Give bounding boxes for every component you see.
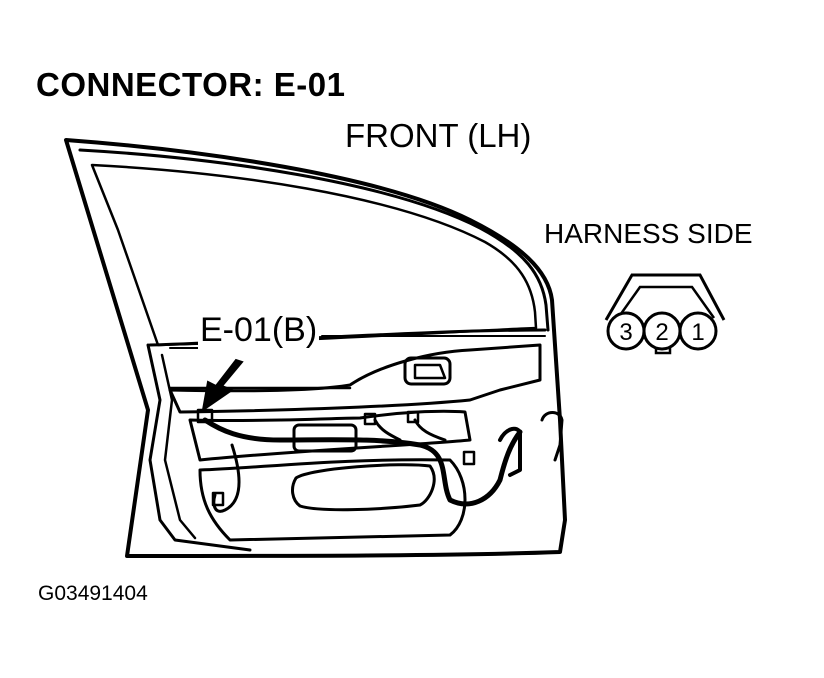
figure-id: G03491404 (38, 582, 148, 605)
pin-1-circle (678, 311, 718, 351)
door-pocket-bottom (198, 458, 467, 542)
pointer-arrow (201, 358, 244, 413)
door-front-edge-inner (160, 353, 197, 540)
connector-clip-4 (211, 491, 225, 507)
connector-clip-3 (462, 450, 476, 466)
pin-1-label: 1 (691, 319, 704, 346)
connector-housing (604, 273, 726, 321)
inner-handle-recess (403, 356, 452, 386)
door-front-edge (146, 343, 252, 552)
connector-clip-1 (363, 412, 377, 426)
harness-side-label: HARNESS SIDE (544, 218, 753, 249)
diagram-title: CONNECTOR: E-01 (36, 66, 346, 103)
pin-2-label: 2 (655, 319, 668, 346)
door-pocket (291, 463, 436, 512)
door-outer-frame (64, 138, 567, 558)
harness-connector-view (604, 273, 726, 355)
connector-housing-inner (616, 285, 716, 319)
wire-harness-branch (212, 443, 241, 513)
window-frame-line (78, 148, 550, 332)
pin-3-label: 3 (619, 319, 632, 346)
rear-grommet (540, 411, 564, 462)
callout-label: E-01(B) (198, 311, 320, 350)
trim-panel-upper (168, 343, 542, 414)
diagram-subtitle: FRONT (LH) (345, 117, 532, 154)
connector-e01-b (196, 408, 214, 424)
rear-harness (498, 426, 522, 477)
wire-harness (202, 417, 523, 507)
inner-handle-lever (413, 363, 447, 380)
connector-clip-2 (406, 410, 420, 424)
